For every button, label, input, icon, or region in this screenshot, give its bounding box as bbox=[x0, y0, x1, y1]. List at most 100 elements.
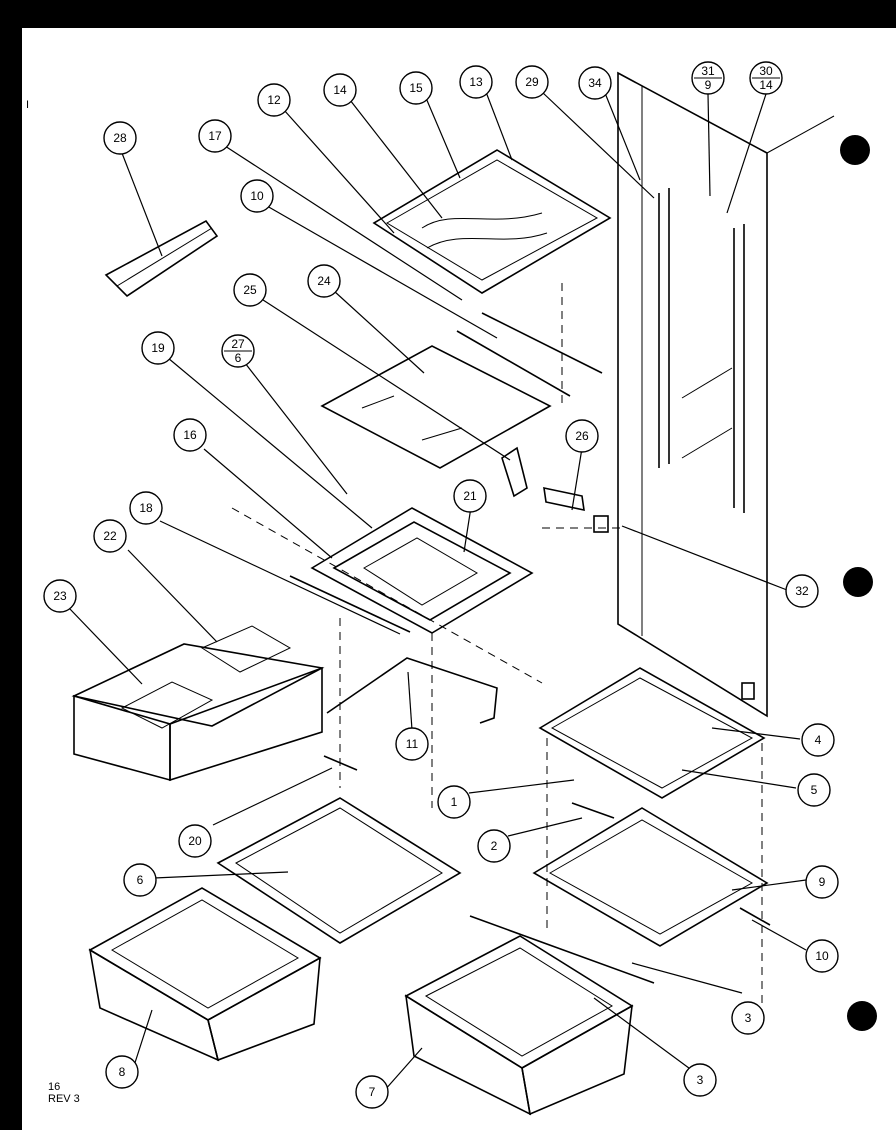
callout-circle bbox=[233, 273, 267, 307]
callout-32: 32 bbox=[785, 574, 819, 608]
callout-number: 17 bbox=[208, 129, 222, 143]
callout-number: 29 bbox=[525, 75, 539, 89]
callout-number: 14 bbox=[333, 83, 347, 97]
callout-number: 10 bbox=[250, 189, 264, 203]
callout-circle bbox=[459, 65, 493, 99]
corner-mark: I bbox=[26, 99, 30, 111]
callout-top-number: 27 bbox=[231, 337, 245, 351]
callout-bottom-number: 14 bbox=[759, 78, 773, 92]
upper-glass-shelf bbox=[372, 149, 612, 294]
callout-number: 3 bbox=[745, 1011, 752, 1025]
callout-number: 7 bbox=[369, 1085, 376, 1099]
callout-circle bbox=[565, 419, 599, 453]
callout-number: 32 bbox=[795, 584, 809, 598]
callout-25: 25 bbox=[233, 273, 267, 307]
callout-20: 20 bbox=[178, 824, 212, 858]
callout-circle bbox=[731, 1001, 765, 1035]
binder-hole-bottom bbox=[847, 1001, 877, 1031]
crisper-cover-frame bbox=[289, 507, 534, 634]
callout-number: 21 bbox=[463, 489, 477, 503]
callout-13: 13 bbox=[459, 65, 493, 99]
binder-hole-top bbox=[840, 135, 870, 165]
callout-circle bbox=[395, 727, 429, 761]
callout-number: 2 bbox=[491, 839, 498, 853]
callout-number: 11 bbox=[406, 737, 419, 751]
callout-bottom-number: 9 bbox=[705, 78, 712, 92]
cabinet-liner-wall bbox=[593, 71, 835, 718]
callout-top-number: 30 bbox=[759, 64, 773, 78]
callout-circle bbox=[105, 1055, 139, 1089]
right-crisper-cover bbox=[532, 807, 769, 947]
callout-number: 9 bbox=[819, 875, 826, 889]
callout-circle bbox=[399, 71, 433, 105]
callout-6: 6 bbox=[123, 863, 157, 897]
callout-number: 34 bbox=[588, 76, 602, 90]
callout-12: 12 bbox=[257, 83, 291, 117]
callout-circle bbox=[141, 331, 175, 365]
callout-top-number: 31 bbox=[701, 64, 715, 78]
callout-circle bbox=[93, 519, 127, 553]
callout-circle bbox=[683, 1063, 717, 1097]
exploded-view-drawing: 2817121415132934319301410252419276162621… bbox=[43, 61, 877, 1116]
callout-number: 10 bbox=[815, 949, 829, 963]
callout-circle bbox=[797, 773, 831, 807]
callout-number: 1 bbox=[451, 795, 458, 809]
callout-1: 1 bbox=[437, 785, 471, 819]
glass-shelf bbox=[320, 345, 552, 469]
binder-hole-middle bbox=[843, 567, 873, 597]
callout-circle bbox=[323, 73, 357, 107]
callout-19: 19 bbox=[141, 331, 175, 365]
callout-circle bbox=[805, 939, 839, 973]
callout-11: 11 bbox=[395, 727, 429, 761]
callout-circle bbox=[801, 723, 835, 757]
callout-circle bbox=[805, 865, 839, 899]
callout-15: 15 bbox=[399, 71, 433, 105]
callout-18: 18 bbox=[129, 491, 163, 525]
callout-number: 6 bbox=[137, 873, 144, 887]
callout-4: 4 bbox=[801, 723, 835, 757]
callout-9: 9 bbox=[805, 865, 839, 899]
page-number: 16 bbox=[48, 1081, 61, 1093]
callout-21: 21 bbox=[453, 479, 487, 513]
callout-23: 23 bbox=[43, 579, 77, 613]
callout-circle bbox=[43, 579, 77, 613]
callout-circle bbox=[578, 66, 612, 100]
callout-5: 5 bbox=[797, 773, 831, 807]
callout-22: 22 bbox=[93, 519, 127, 553]
callout-27-6: 276 bbox=[221, 334, 255, 368]
callout-3b: 3 bbox=[683, 1063, 717, 1097]
callout-circle bbox=[307, 264, 341, 298]
callout-26: 26 bbox=[565, 419, 599, 453]
right-crisper-drawer bbox=[404, 935, 634, 1116]
callout-29: 29 bbox=[515, 65, 549, 99]
crisper-glass-cover bbox=[538, 667, 766, 799]
callout-number: 20 bbox=[188, 834, 202, 848]
callout-number: 5 bbox=[811, 783, 818, 797]
revision-label: REV 3 bbox=[48, 1093, 80, 1105]
callout-24: 24 bbox=[307, 264, 341, 298]
callout-number: 15 bbox=[409, 81, 423, 95]
callout-number: 13 bbox=[469, 75, 483, 89]
callout-number: 8 bbox=[119, 1065, 126, 1079]
callout-number: 18 bbox=[139, 501, 153, 515]
callout-17: 17 bbox=[198, 119, 232, 153]
callout-bottom-number: 6 bbox=[235, 351, 242, 365]
callout-number: 19 bbox=[151, 341, 165, 355]
callout-number: 28 bbox=[113, 131, 127, 145]
dairy-door bbox=[104, 219, 219, 298]
callout-number: 3 bbox=[697, 1073, 704, 1087]
left-crisper-cover bbox=[216, 797, 462, 944]
callout-16: 16 bbox=[173, 418, 207, 452]
callout-14: 14 bbox=[323, 73, 357, 107]
callout-7: 7 bbox=[355, 1075, 389, 1109]
callout-10: 10 bbox=[240, 179, 274, 213]
callout-34: 34 bbox=[578, 66, 612, 100]
callout-circle bbox=[785, 574, 819, 608]
meat-pan bbox=[71, 625, 325, 782]
callout-circle bbox=[198, 119, 232, 153]
callout-circle bbox=[173, 418, 207, 452]
